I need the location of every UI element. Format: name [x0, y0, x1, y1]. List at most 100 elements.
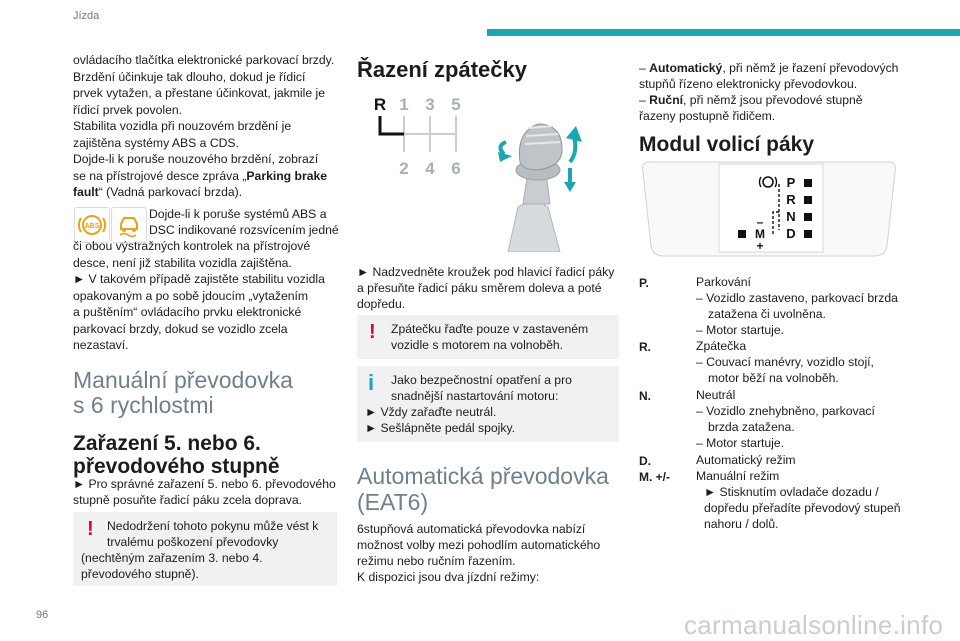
reverse-warning-2: vozidle s motorem na volnoběh.	[391, 338, 564, 352]
def-n-4: – Motor startuje.	[696, 436, 785, 450]
auto-para-3: režimu nebo ručním řazením.	[357, 554, 516, 568]
def-p-4: – Motor startuje.	[696, 323, 785, 337]
warning-box-left: ! Nedodržení tohoto pokynu může vést k t…	[73, 512, 337, 586]
auto-para-1: 6stupňová automatická převodovka nabízí	[357, 522, 586, 536]
svg-text:ABS: ABS	[85, 223, 100, 230]
gear-label-2: 2	[399, 159, 408, 178]
left-line-7: Dojde-li k poruše nouzového brzdění, zob…	[73, 152, 319, 166]
section-title-manual-1: Manuální převodovka	[73, 367, 293, 393]
gear-label-4: 4	[425, 159, 435, 178]
left-after-6: parkovací brzdy, dokud se vozidlo zcela	[73, 321, 288, 336]
mode-auto-line-1: – Automatický, při němž je řazení převod…	[639, 61, 899, 75]
mode-manual-line-2: řazeny postupně řidičem.	[639, 109, 776, 123]
subtitle-gear56-2: převodového stupně	[73, 455, 280, 478]
def-p-2: – Vozidlo zastaveno, parkovací brzda	[696, 291, 898, 305]
page-number: 96	[36, 609, 49, 621]
info-box-reverse: i Jako bezpečnostní opatření a pro snadn…	[357, 366, 619, 442]
def-r-3: motor běží na volnoběh.	[708, 371, 839, 385]
selector-n: N	[786, 209, 795, 224]
def-term-d: D.	[639, 454, 651, 468]
section-title-auto-2: (EAT6)	[357, 489, 429, 515]
warning-left-3: (nechtěným zařazením 3. nebo 4.	[81, 551, 263, 565]
warning-icon: !	[369, 321, 376, 343]
abs-warning-icon: ABS	[74, 207, 110, 243]
def-term-m: M. +/-	[639, 470, 671, 484]
def-n-2: – Vozidlo znehybněno, parkovací	[696, 404, 875, 418]
def-n-1: Neutrál	[696, 388, 736, 402]
reverse-step-1: ► Nadzvedněte kroužek pod hlavicí řadicí…	[357, 265, 615, 279]
section-title-manual-2: s 6 rychlostmi	[73, 392, 214, 418]
auto-para-2: možnost volby mezi pohodlím automatickéh…	[357, 538, 601, 552]
def-p-1: Parkování	[696, 275, 751, 289]
warning-icon: !	[87, 518, 94, 540]
mode-manual-line-1: – Ruční, při němž jsou převodové stupně	[639, 93, 863, 107]
left-after-4: opakovaným a po sobě jdoucím „vytažením	[73, 288, 309, 303]
reverse-step-2: a přesuňte řadicí páku směrem doleva a p…	[357, 281, 602, 295]
gear-shift-pattern: R 1 3 5 2 4 6	[374, 95, 461, 178]
reverse-info-2: snadnější nastartování motoru:	[391, 389, 559, 403]
left-after-1: či obou výstražných kontrolek na přístro…	[73, 239, 311, 253]
left-line-8: se na přístrojové desce zpráva „Parking …	[73, 168, 328, 183]
def-n-3: brzda zatažena.	[708, 420, 795, 434]
left-line-2: Brzdění účinkuje tak dlouho, dokud je ří…	[73, 69, 306, 84]
left-after-2: desce, není již stabilita vozidla zajišt…	[73, 255, 292, 270]
reverse-step-3: dopředu.	[357, 297, 406, 311]
selector-p: P	[787, 175, 796, 190]
watermark: carmanualsonline.info	[684, 610, 944, 640]
warning-left-4: převodového stupně).	[81, 567, 199, 581]
left-line-4: řídicí prvek povolen.	[73, 102, 183, 117]
reverse-title: Řazení zpátečky	[357, 57, 527, 82]
def-r-2: – Couvací manévry, vozidlo stojí,	[696, 355, 874, 369]
selector-m: M	[755, 227, 765, 241]
left-line-9: fault“ (Vadná parkovací brzda).	[73, 185, 243, 199]
gear-selector-illustration: P R N D M – +	[641, 160, 897, 258]
def-term-r: R.	[639, 340, 651, 354]
left-after-3: ► V takovém případě zajistěte stabilitu …	[73, 272, 325, 286]
warning-left-1: Nedodržení tohoto pokynu může vést k	[107, 519, 319, 533]
gear56-text-1: ► Pro správné zařazení 5. nebo 6. převod…	[73, 477, 336, 491]
def-m-1: Manuální režim	[696, 469, 780, 483]
selector-r: R	[786, 192, 796, 207]
warning-box-reverse: ! Zpátečku řaďte pouze v zastaveném vozi…	[357, 315, 619, 359]
header-accent-bar	[487, 29, 960, 36]
auto-para-4: K dispozici jsou dva jízdní režimy:	[357, 570, 540, 584]
gear-label-3: 3	[425, 95, 434, 114]
left-line-6: zajištěna systémy ABS a CDS.	[73, 135, 239, 150]
left-column-continued: či obou výstražných kontrolek na přístro…	[73, 238, 345, 354]
selector-minus: –	[757, 215, 764, 229]
reverse-info-1: Jako bezpečnostní opatření a pro	[391, 373, 572, 387]
gear56-text-2: stupně posuňte řadicí páku zcela doprava…	[73, 493, 303, 507]
left-line-3: prvek vytažen, a přestane účinkovat, jak…	[73, 86, 325, 100]
reverse-info-4: ► Sešlápněte pedál spojky.	[365, 421, 516, 435]
def-p-3: zatažena či uvolněna.	[708, 307, 826, 321]
def-r-1: Zpátečka	[696, 339, 747, 353]
def-d-1: Automatický režim	[696, 453, 796, 467]
warning-left-2: trvalému poškození převodovky	[107, 535, 279, 549]
dsc-warning-icon	[111, 207, 147, 243]
selector-module-title: Modul volicí páky	[639, 133, 815, 156]
abs-text-2: DSC indikované rozsvícením jedné	[149, 223, 339, 237]
gear-label-1: 1	[399, 95, 408, 114]
gear-label-r: R	[374, 95, 386, 114]
gear-lever-illustration	[498, 123, 582, 252]
selector-definitions: P. Parkování – Vozidlo zastaveno, parkov…	[639, 274, 919, 534]
info-icon: i	[368, 370, 375, 395]
left-after-7: nezastaví.	[73, 338, 129, 352]
reverse-warning-1: Zpátečku řaďte pouze v zastaveném	[391, 322, 589, 336]
left-line-5: Stabilita vozidla při nouzovém brzdění j…	[73, 119, 292, 133]
selector-plus: +	[756, 239, 763, 253]
mode-auto-line-2: stupňů řízeno elektronicky převodovkou.	[639, 77, 858, 91]
section-title-auto-1: Automatická převodovka	[357, 463, 609, 489]
subtitle-gear56-1: Zařazení 5. nebo 6.	[73, 432, 261, 455]
gear-label-5: 5	[451, 95, 460, 114]
def-m-3: dopředu přeřadíte převodový stupeň	[704, 501, 901, 515]
reverse-info-3: ► Vždy zařaďte neutrál.	[365, 405, 497, 419]
def-m-2: ► Stisknutím ovladače dozadu /	[704, 485, 879, 499]
left-line-1: ovládacího tlačítka elektronické parkova…	[73, 53, 335, 67]
abs-text-1: Dojde-li k poruše systémů ABS a	[149, 207, 327, 221]
parking-fault-bold: Parking brake	[246, 168, 328, 183]
selector-d: D	[786, 226, 795, 241]
def-term-p: P.	[639, 276, 649, 290]
def-term-n: N.	[639, 389, 651, 403]
running-head: Jízda	[73, 10, 100, 22]
